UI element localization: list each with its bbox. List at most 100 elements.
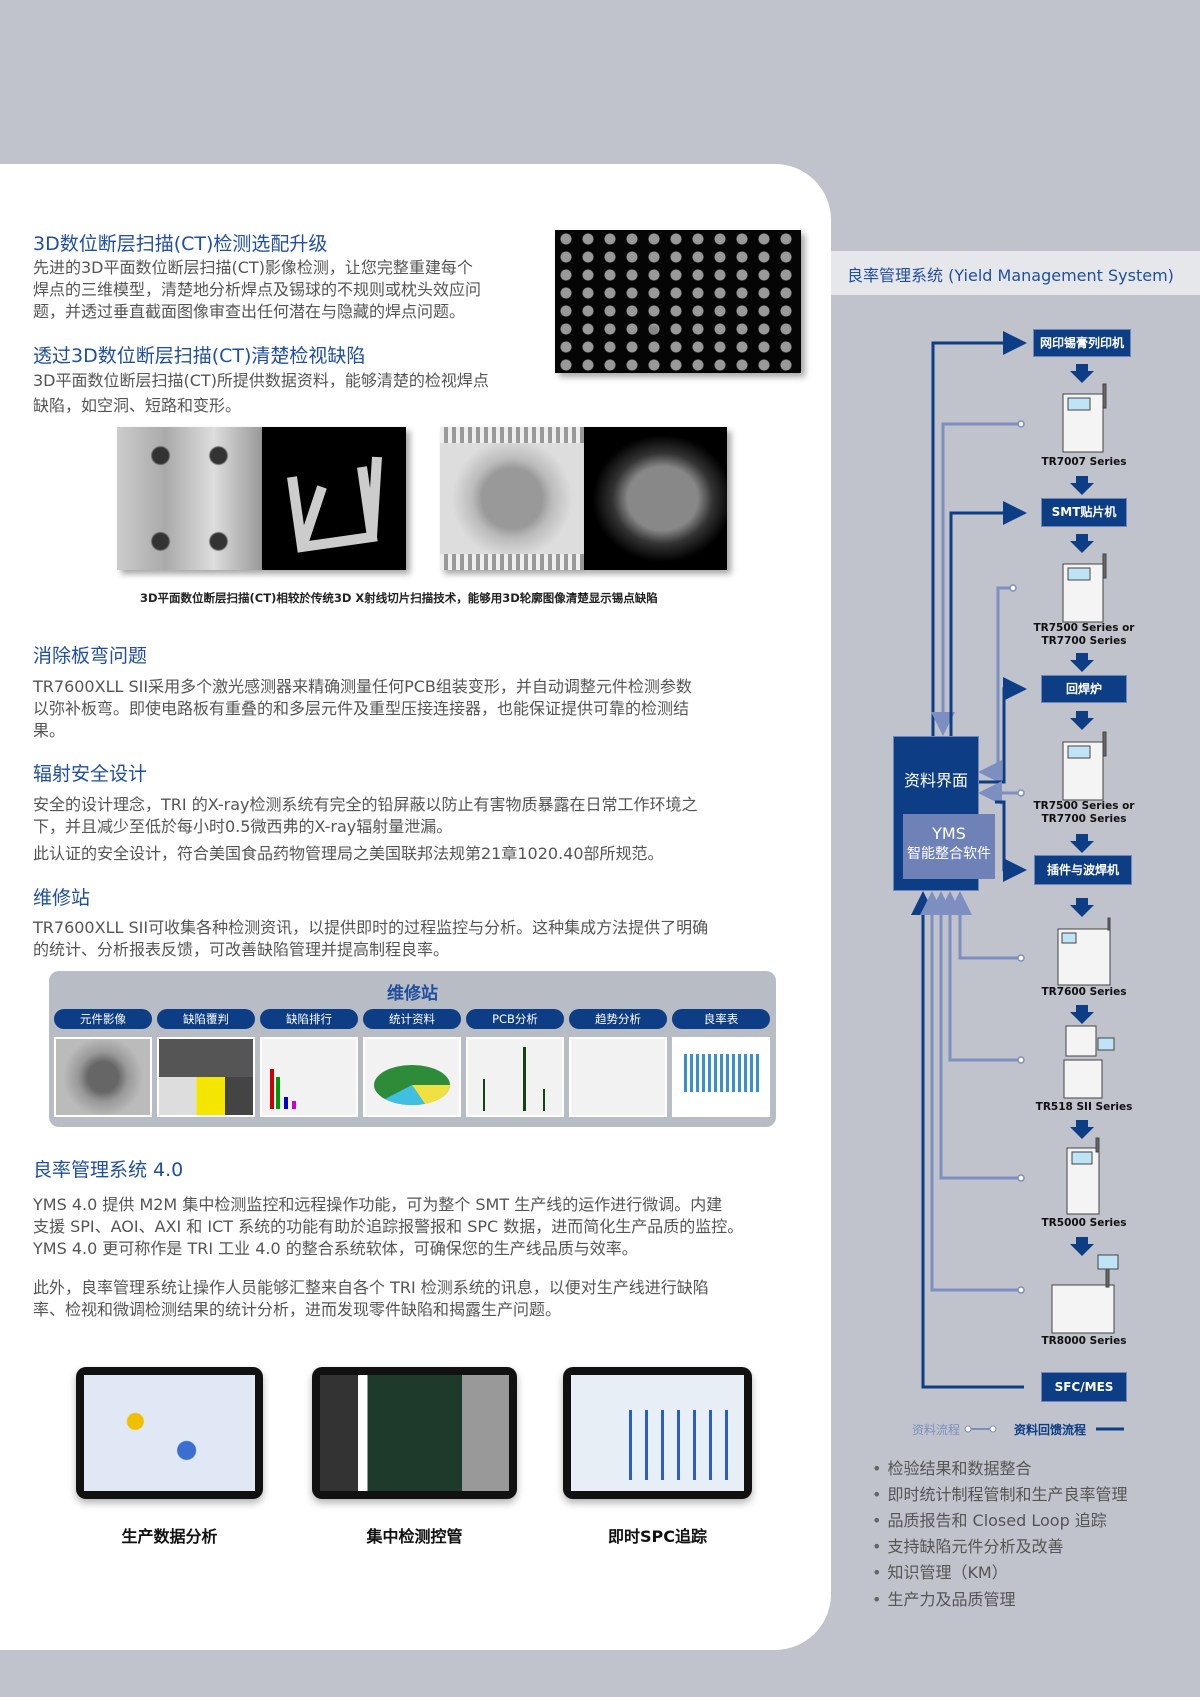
text-line: TR7600XLL SII采用多个激光感测器来精确测量任何PCB组装变形，并自动… (33, 677, 692, 696)
component-image-thumb (54, 1037, 152, 1117)
yms-sub-label: 智能整合软件 (907, 846, 991, 862)
legend-data-flow: 资料流程 (912, 1423, 961, 1437)
xray-chip-image (440, 427, 584, 570)
data-line (929, 891, 1018, 1180)
feature-bullet: 品质报告和 Closed Loop 追踪 (872, 1507, 1106, 1531)
smt-placement-box: SMT贴片机 (1041, 498, 1127, 527)
tab-component-image[interactable]: 元件影像 (54, 1009, 152, 1029)
text-line: 缺陷，如空洞、短路和变形。 (33, 396, 242, 415)
ct-upgrade-text: 先进的3D平面数位断层扫描(CT)影像检测，让您完整重建每个焊点的三维模型，清楚… (33, 257, 481, 323)
text-line: 率、检视和微调检测结果的统计分析，进而发现零件缺陷和揭露生产问题。 (33, 1300, 562, 1319)
data-line (938, 891, 1018, 1062)
text-line: 先进的3D平面数位断层扫描(CT)影像检测，让您完整重建每个 (33, 258, 473, 277)
yms-label: YMS (932, 824, 966, 843)
feature-bullet: 即时统计制程管制和生产良率管理 (872, 1481, 1127, 1505)
monitor-spc-tracking (563, 1367, 752, 1499)
machine-label-tr7007: TR7007 Series (1041, 456, 1127, 468)
defect-ranking-thumb (260, 1037, 358, 1117)
yms40-heading: 良率管理系统 4.0 (33, 1159, 184, 1181)
tab-trend-analysis[interactable]: 趋势分析 (569, 1009, 667, 1029)
feature-bullet: 生产力及品质管理 (872, 1586, 1015, 1610)
text-line: YMS 4.0 更可称作是 TRI 工业 4.0 的整合系统软体，可确保您的生产… (33, 1239, 638, 1258)
data-line (931, 422, 1018, 736)
tab-defect-review[interactable]: 缺陷覆判 (157, 1009, 255, 1029)
ct-3d-chip-image (584, 427, 727, 570)
yms40-text: YMS 4.0 提供 M2M 集中检测监控和远程操作功能，可为整个 SMT 生产… (33, 1194, 743, 1260)
pcb-analysis-thumb (466, 1037, 564, 1117)
tab-statistics[interactable]: 统计资料 (363, 1009, 461, 1029)
legend-feedback-flow: 资料回馈流程 (1014, 1423, 1087, 1437)
defect-review-thumb (157, 1037, 255, 1117)
text-line: 以弥补板弯。即使电路板有重叠的和多层元件及重型压接连接器，也能保证提供可靠的检测… (33, 699, 690, 718)
machine-label-tr5000: TR5000 Series (1041, 1217, 1127, 1229)
feedback-line (911, 891, 1024, 1389)
ct-defects-heading: 透过3D数位断层扫描(CT)清楚检视缺陷 (33, 345, 366, 367)
label-line: TR7700 Series (1041, 635, 1127, 647)
monitor-production-data (76, 1367, 263, 1499)
data-line (978, 586, 1010, 784)
feedback-line (949, 501, 1027, 736)
text-line: 此认证的安全设计，符合美国食品药物管理局之美国联邦法规第21章1020.40部所… (33, 844, 664, 863)
text-line: YMS 4.0 提供 M2M 集中检测监控和远程操作功能，可为整个 SMT 生产… (33, 1195, 723, 1214)
yms-title: 良率管理系统 (Yield Management System) (847, 266, 1174, 285)
warp-heading: 消除板弯问题 (33, 645, 148, 667)
text-line: 下，并且减少至低於每小时0.5微西弗的X-ray辐射量泄漏。 (33, 817, 453, 836)
text-line: 3D平面数位断层扫描(CT)所提供数据资料，能够清楚的检视焊点 (33, 371, 489, 390)
tab-yield-table[interactable]: 良率表 (672, 1009, 770, 1029)
yms-title-band: 良率管理系统 (Yield Management System) (831, 251, 1200, 295)
machine-label-tr518: TR518 SII Series (1035, 1101, 1133, 1113)
feedback-line (931, 331, 1027, 736)
yms-software-box: YMS 智能整合软件 (903, 814, 995, 879)
label-line: TR7500 Series or (1033, 800, 1135, 812)
legend-symbols (964, 1425, 1124, 1433)
feedback-line (978, 677, 1027, 784)
yield-table-thumb (672, 1037, 770, 1117)
text-line: 题，并透过垂直截面图像审查出任何潜在与隐藏的焊点问题。 (33, 302, 466, 321)
machine-label-tr7600: TR7600 Series (1041, 986, 1127, 998)
radiation-text: 安全的设计理念，TRI 的X-ray检测系统有完全的铅屏蔽以防止有害物质暴露在日… (33, 794, 698, 865)
text-line: 焊点的三维模型，清楚地分析焊点及锡球的不规则或枕头效应问 (33, 280, 482, 299)
sfc-mes-box: SFC/MES (1041, 1372, 1127, 1402)
tab-pcb-analysis[interactable]: PCB分析 (466, 1009, 564, 1029)
text-line: 安全的设计理念，TRI 的X-ray检测系统有完全的铅屏蔽以防止有害物质暴露在日… (33, 795, 698, 814)
feature-bullet: 支持缺陷元件分析及改善 (872, 1533, 1063, 1557)
radiation-heading: 辐射安全设计 (33, 763, 148, 785)
monitor-label: 即时SPC追踪 (608, 1527, 707, 1546)
repair-panel-title: 维修站 (387, 984, 438, 1004)
monitor-label: 集中检测控管 (366, 1527, 463, 1546)
feature-bullet: 知识管理（KM） (872, 1559, 1007, 1583)
yms40-text-2: 此外，良率管理系统让操作人员能够汇整来自各个 TRI 检测系统的讯息，以便对生产… (33, 1277, 709, 1321)
warp-text: TR7600XLL SII采用多个激光感测器来精确测量任何PCB组装变形，并自动… (33, 676, 692, 742)
text-line: 支援 SPI、AOI、AXI 和 ICT 系统的功能有助於追踪报警报和 SPC … (33, 1217, 744, 1236)
monitor-central-inspection (312, 1367, 517, 1499)
text-line: TR7600XLL SII可收集各种检测资讯，以提供即时的过程监控与分析。这种集… (33, 918, 709, 937)
stencil-printer-box: 网印锡膏列印机 (1033, 329, 1131, 357)
data-line (920, 891, 1018, 1292)
insertion-wave-solder-box: 插件与波焊机 (1034, 855, 1132, 885)
hub-label: 资料界面 (903, 771, 968, 790)
ct-upgrade-heading: 3D数位断层扫描(CT)检测选配升级 (33, 233, 328, 255)
repair-text: TR7600XLL SII可收集各种检测资讯，以提供即时的过程监控与分析。这种集… (33, 917, 708, 961)
ct-solder-ball-image (555, 230, 801, 373)
repair-station-panel: 维修站 元件影像 缺陷覆判 缺陷排行 统计资料 PCB分析 趋势分析 良率表 (49, 971, 776, 1127)
flow-arrows (1070, 364, 1094, 1256)
tab-defect-ranking[interactable]: 缺陷排行 (260, 1009, 358, 1029)
text-line: 此外，良率管理系统让操作人员能够汇整来自各个 TRI 检测系统的讯息，以便对生产… (33, 1278, 709, 1297)
trend-analysis-thumb (569, 1037, 667, 1117)
feedback-line (995, 800, 1027, 882)
xray-slice-image (117, 427, 262, 570)
machine-label-tr8000: TR8000 Series (1041, 1335, 1127, 1347)
label-line: TR7700 Series (1041, 813, 1127, 825)
data-line (948, 891, 1018, 960)
monitor-label: 生产数据分析 (121, 1527, 218, 1546)
reflow-oven-box: 回焊炉 (1041, 675, 1127, 703)
statistics-thumb (363, 1037, 461, 1117)
ct-caption: 3D平面数位断层扫描(CT)相较於传统3D X射线切片扫描技术，能够用3D轮廓图… (140, 591, 658, 605)
text-line: 的统计、分析报表反馈，可改善缺陷管理并提高制程良率。 (33, 940, 450, 959)
label-line: TR7500 Series or (1033, 622, 1135, 634)
ct-defects-text: 3D平面数位断层扫描(CT)所提供数据资料，能够清楚的检视焊点缺陷，如空洞、短路… (33, 370, 489, 417)
